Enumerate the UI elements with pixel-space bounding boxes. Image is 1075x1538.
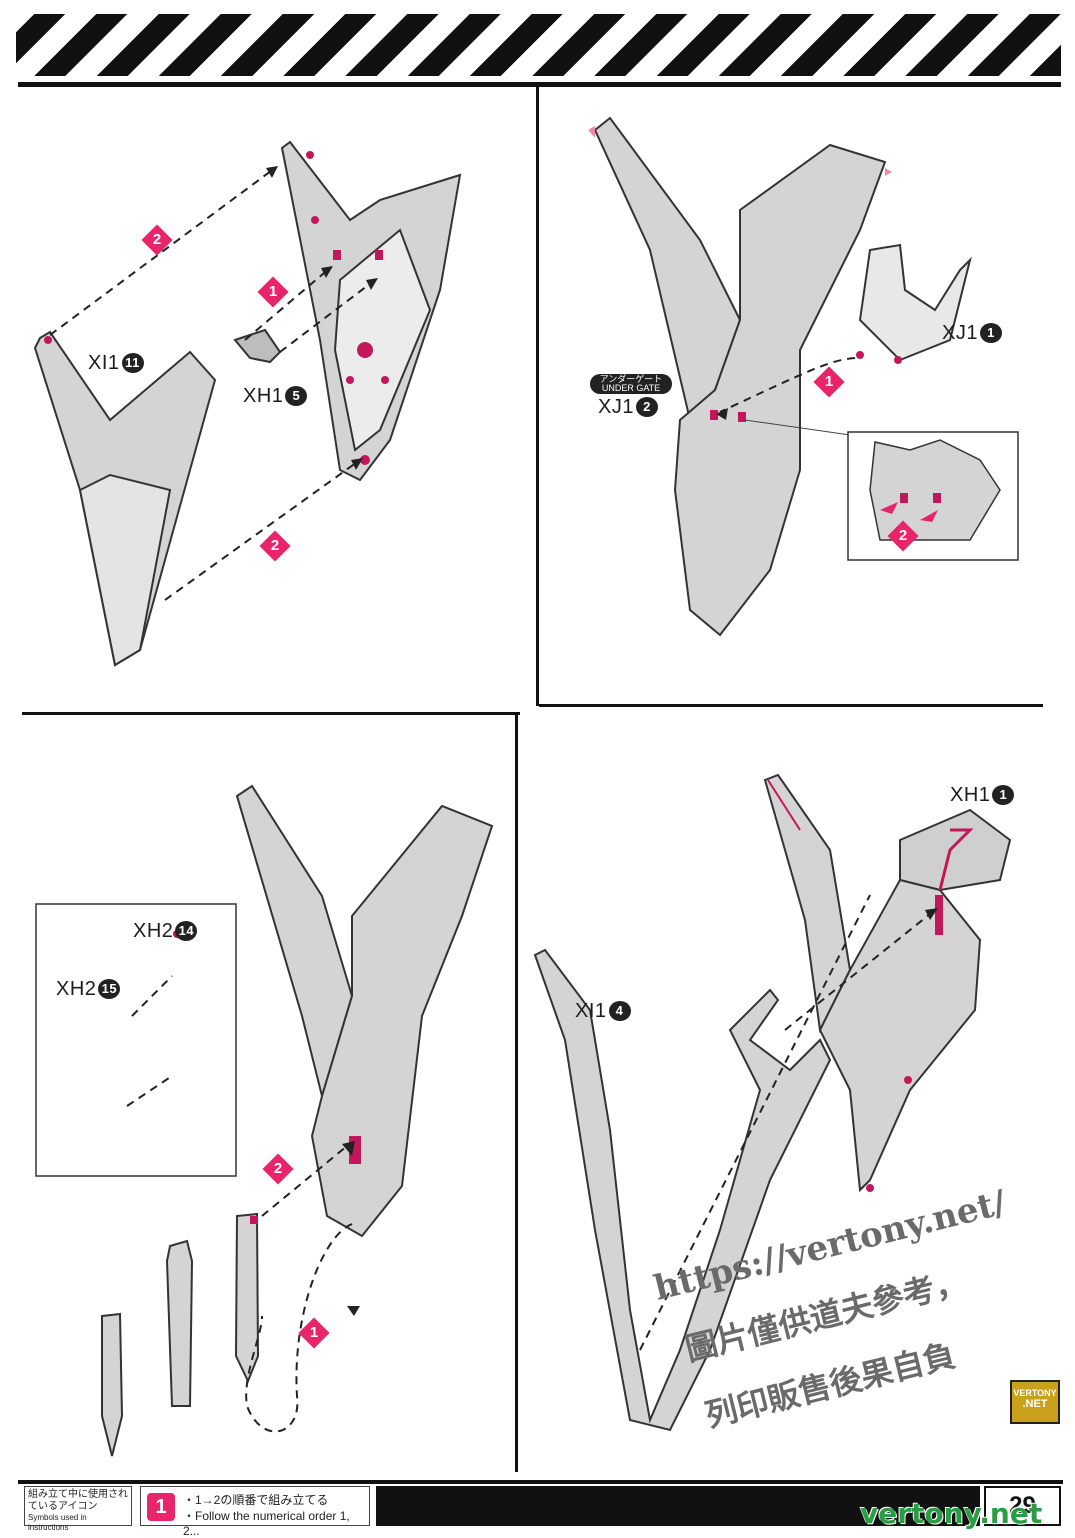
part-side-arm: [763, 773, 852, 1034]
step-badge: 2: [141, 224, 173, 256]
step-badge: 2: [262, 1153, 294, 1185]
header-rule: [18, 82, 1061, 87]
step-badge: 2: [887, 520, 919, 552]
symbols-legend-label: 組み立て中に使用されているアイコン Symbols used in instru…: [24, 1486, 132, 1532]
panel-divider-vertical-top: [536, 86, 539, 706]
part-main-body: [818, 878, 982, 1193]
part-frame-body: [310, 804, 494, 1238]
vertony-logo: VERTONY.NET: [1010, 1380, 1060, 1424]
step-badge: 2: [259, 530, 291, 562]
part-xi1-4: [533, 948, 832, 1432]
panel-1-illustration: [33, 140, 462, 667]
part-xj1-1: [858, 243, 972, 362]
part-main-shell-inner: [333, 228, 432, 452]
page-number: 29: [984, 1486, 1061, 1526]
part-xh2-15: [101, 1312, 124, 1457]
hazard-stripe-header: [16, 14, 1061, 76]
detail-callout-box: [35, 903, 237, 1177]
panel-2-illustration: [588, 116, 1019, 637]
footer-rule: [18, 1480, 1063, 1484]
panel-divider-horizontal-left: [22, 712, 520, 715]
step-badge: 1: [257, 276, 289, 308]
panel-3-illustration: [35, 784, 494, 1457]
panel-4-illustration: [533, 773, 1012, 1432]
step-badge: 1: [813, 366, 845, 398]
part-pin: [234, 1212, 260, 1384]
step-badge: 1: [298, 1317, 330, 1349]
panel-divider-vertical-bottom: [515, 712, 518, 1472]
site-watermark: vertony.net: [860, 1497, 1043, 1530]
step-icon: 1: [147, 1493, 175, 1521]
footer-bar: [376, 1486, 980, 1526]
part-frame-body: [673, 143, 887, 637]
part-xi1-11-front: [78, 473, 172, 667]
panel-divider-horizontal-right: [539, 704, 1043, 707]
part-xh1-1: [899, 808, 1012, 892]
part-xh2-14: [165, 1239, 194, 1407]
part-xh1-5: [233, 328, 282, 364]
part-frame-arm: [235, 784, 354, 1100]
step-order-legend: 1 ・1→2の順番で組み立てる ・Follow the numerical or…: [140, 1486, 370, 1538]
